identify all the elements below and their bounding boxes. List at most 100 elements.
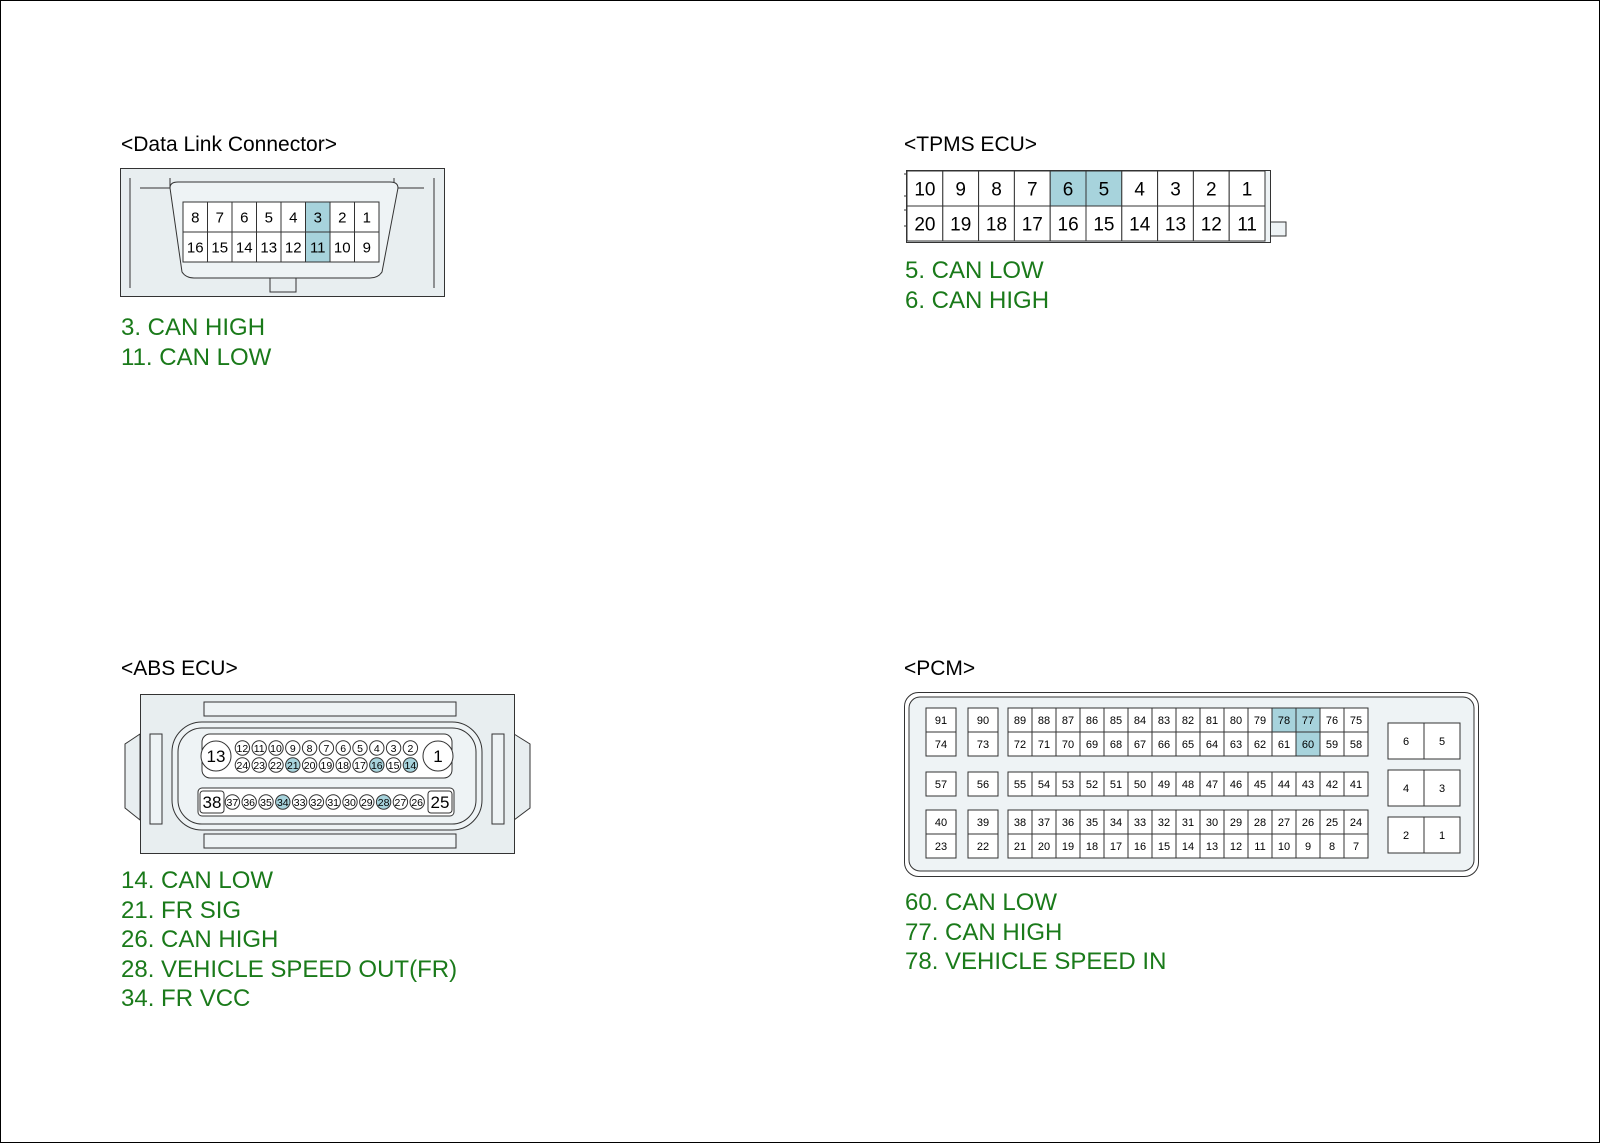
pin-cell: [1085, 170, 1123, 207]
pin-cell: [231, 231, 257, 263]
pin-label: 12: [1201, 214, 1222, 235]
pin-cell: [308, 794, 325, 810]
pin-label: 47: [1206, 779, 1218, 791]
pin-label: 82: [1182, 715, 1194, 727]
pin-label: 35: [260, 797, 272, 809]
abs-title: <ABS ECU>: [121, 657, 238, 680]
pin-label: 3: [314, 209, 322, 226]
pin-label: 72: [1014, 739, 1026, 751]
pin-label: 31: [1182, 817, 1194, 829]
pin-label: 52: [1086, 779, 1098, 791]
abs-legend-item: 21. FR SIG: [121, 896, 242, 924]
pin-cell: [1127, 707, 1153, 733]
pin-label: 29: [361, 797, 373, 809]
pin-cell: [1319, 771, 1345, 797]
pin-label: 33: [294, 797, 306, 809]
pin-label: 12: [285, 239, 302, 256]
pin-cell: [251, 740, 267, 756]
pin-cell: [1103, 707, 1129, 733]
pin-label: 86: [1086, 715, 1098, 727]
pin-label: 14: [405, 760, 417, 772]
pin-cell: [325, 794, 341, 810]
pin-cell: [1423, 816, 1461, 854]
pin-cell: [1151, 833, 1177, 859]
pin-cell: [1151, 771, 1177, 797]
pin-cell: [1247, 771, 1273, 797]
pin-label: 68: [1110, 739, 1122, 751]
pin-cell: [409, 794, 425, 810]
pin-label: 38: [203, 793, 222, 812]
pin-label: 13: [260, 239, 277, 256]
pin-label: 24: [1350, 817, 1362, 829]
pin-label: 89: [1014, 715, 1026, 727]
pin-cell: [275, 794, 291, 810]
dlc-legend: 3. CAN HIGH 11. CAN LOW: [121, 313, 271, 372]
pin-label: 16: [1058, 214, 1079, 235]
pin-cell: [385, 740, 402, 756]
pin-cell: [256, 231, 282, 263]
pcm-legend: 60. CAN LOW 77. CAN HIGH 78. VEHICLE SPE…: [905, 888, 1166, 977]
pin-label: 15: [1093, 214, 1114, 235]
pin-label: 2: [338, 209, 346, 226]
housing-rail: [129, 178, 435, 288]
pin-label: 9: [363, 239, 371, 256]
pin-cell: [224, 794, 241, 810]
pin-cell: [1192, 205, 1230, 242]
pin-cell: [291, 794, 308, 810]
pin-label: 56: [977, 779, 989, 791]
pin-label: 27: [395, 797, 407, 809]
pin-label: 16: [187, 239, 204, 256]
pin-cell: [1271, 771, 1297, 797]
pin-label: 11: [1254, 841, 1265, 853]
face-inner: [177, 727, 477, 825]
pin-label: 64: [1206, 739, 1218, 751]
pin-cell: [1423, 722, 1461, 760]
pin-label: 75: [1350, 715, 1362, 727]
pin-label: 38: [1014, 817, 1026, 829]
pin-cell: [305, 231, 331, 263]
abs-legend-item: 26. CAN HIGH: [121, 926, 279, 953]
pin-cell: [1031, 833, 1057, 859]
pin-label: 91: [935, 715, 947, 727]
pin-label: 36: [243, 797, 255, 809]
pin-cell: [925, 771, 957, 797]
pin-cell: [1175, 833, 1201, 859]
pin-label: 17: [1110, 841, 1122, 853]
pin-label: 13: [1206, 841, 1218, 853]
pin-label: 88: [1038, 715, 1050, 727]
pin-cell: [1127, 833, 1153, 859]
pin-cell: [1247, 809, 1273, 835]
pin-cell: [305, 201, 331, 233]
rail: [203, 701, 457, 717]
pin-cell: [392, 794, 409, 810]
pin-label: 35: [1086, 817, 1098, 829]
pcm-legend-item: 60. CAN LOW: [905, 889, 1058, 916]
pin-label: 79: [1254, 715, 1266, 727]
pin-cell: [1343, 771, 1369, 797]
pin-label: 15: [211, 239, 228, 256]
pin-cell: [1228, 170, 1266, 207]
pin-label: 15: [1158, 841, 1170, 853]
pin-cell: [280, 201, 306, 233]
abs-legend-item: 14. CAN LOW: [121, 867, 274, 894]
pin-cell: [427, 790, 453, 814]
pin-cell: [1223, 731, 1249, 757]
pin-label: 3: [1170, 179, 1181, 200]
pin-label: 61: [1278, 739, 1290, 751]
pin-label: 26: [1302, 817, 1314, 829]
pin-label: 15: [388, 760, 400, 772]
pin-cell: [925, 809, 957, 835]
pin-label: 2: [1403, 830, 1409, 842]
pin-label: 78: [1278, 715, 1290, 727]
pin-label: 25: [1326, 817, 1338, 829]
pin-label: 32: [311, 797, 323, 809]
pin-label: 6: [340, 743, 346, 755]
pin-label: 7: [1353, 841, 1359, 853]
pin-label: 46: [1230, 779, 1242, 791]
pin-label: 10: [914, 179, 935, 200]
pin-label: 11: [310, 239, 326, 256]
pin-cell: [268, 757, 284, 773]
